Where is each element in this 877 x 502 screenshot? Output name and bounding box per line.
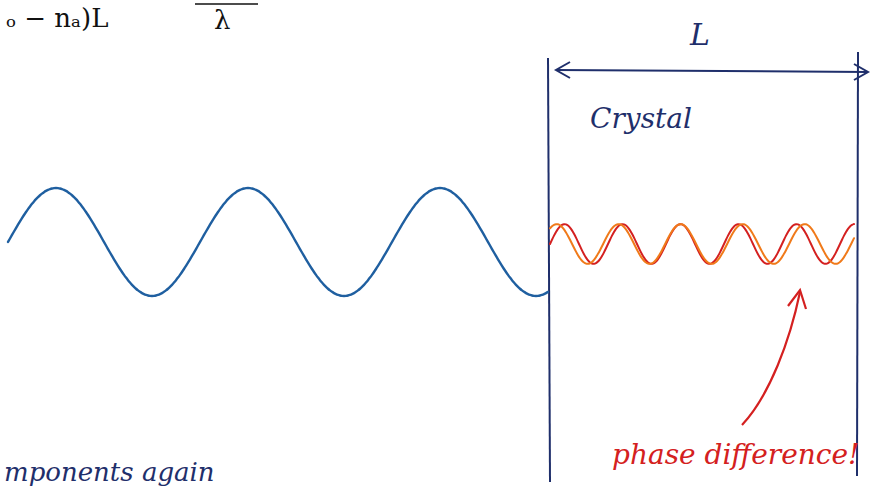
waves (8, 188, 854, 296)
formula-text: λ (214, 6, 230, 35)
annotation-note: phase difference! (612, 440, 859, 471)
dimension-label: L (690, 18, 710, 51)
fraction-bar (195, 3, 258, 5)
note-text: mponents again (4, 458, 215, 487)
light-wave (550, 224, 854, 264)
pointer-arrow (742, 290, 806, 425)
formula-text: ₒ − nₐ)L (6, 4, 109, 33)
light-wave (8, 188, 548, 296)
crystal-face (548, 58, 550, 482)
length-arrow (556, 62, 868, 80)
crystal-face (857, 52, 858, 476)
part-name: Crystal (590, 104, 692, 135)
light-wave (550, 224, 854, 264)
